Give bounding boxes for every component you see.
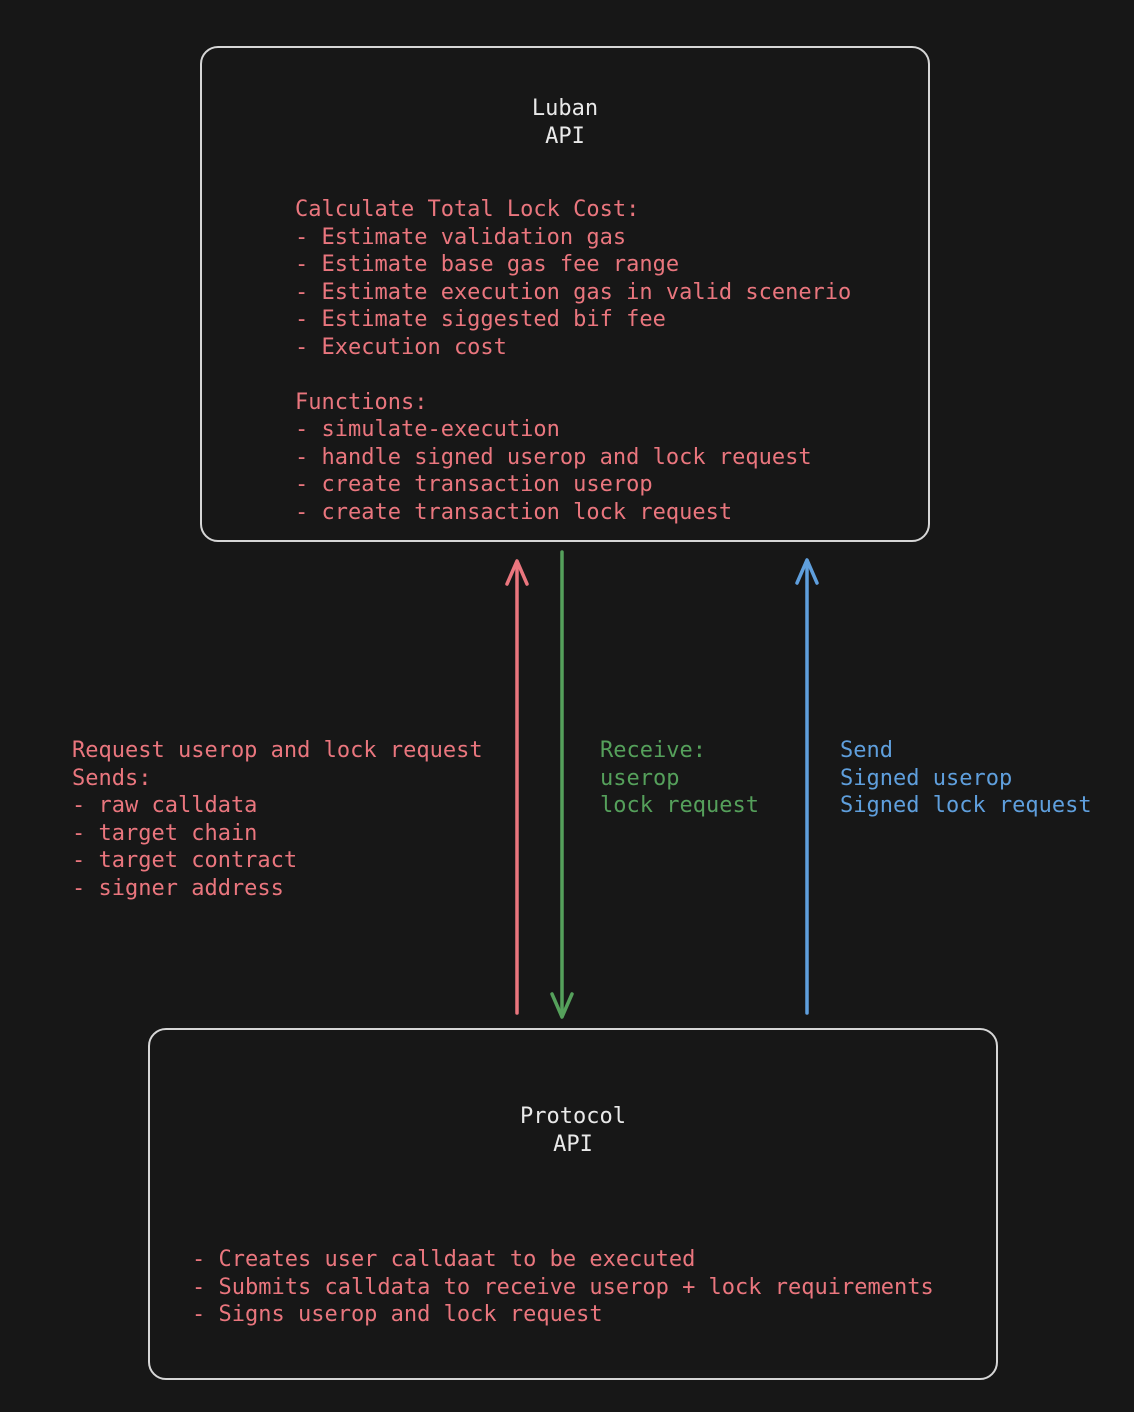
luban-api-title: Luban API [202, 95, 928, 150]
body-line: - Creates user calldaat to be executed [192, 1247, 696, 1272]
node-title-line: Luban [531, 96, 599, 121]
protocol-api-body: - Creates user calldaat to be executed -… [192, 1246, 934, 1329]
send-arrow [795, 558, 819, 1015]
body-line: - simulate-execution [295, 417, 560, 442]
body-line: - Execution cost [295, 334, 507, 360]
label-line: Signed lock request [840, 793, 1092, 818]
body-line: Calculate Total Lock Cost: [295, 197, 640, 222]
node-title-line: Protocol [520, 1104, 626, 1129]
body-line: - Estimate siggested bif fee [295, 307, 666, 332]
label-line: lock request [600, 793, 759, 818]
luban-api-body: Calculate Total Lock Cost: - Estimate va… [295, 196, 851, 526]
body-line: - Estimate execution gas in valid scener… [295, 279, 852, 305]
label-line: Sends: [72, 765, 152, 791]
send-label: Send Signed userop Signed lock request [840, 737, 1092, 820]
label-line: Send [840, 738, 893, 763]
label-line: - signer address [72, 875, 284, 901]
body-line [295, 361, 851, 389]
receive-label: Receive: userop lock request [600, 737, 759, 820]
receive-arrow [550, 550, 574, 1019]
request-arrow [505, 559, 529, 1015]
node-title-line: API [553, 1131, 593, 1157]
protocol-api-title: Protocol API [150, 1103, 996, 1158]
label-line: - raw calldata [72, 793, 258, 818]
body-line: - Submits calldata to receive userop + l… [192, 1274, 934, 1300]
body-line: - Estimate base gas fee range [295, 252, 680, 277]
node-title-line: API [545, 123, 585, 149]
label-line: userop [600, 765, 680, 791]
body-line: - handle signed userop and lock request [295, 444, 812, 470]
luban-api-node: Luban API Calculate Total Lock Cost: - E… [200, 46, 930, 542]
body-line: - create transaction lock request [295, 499, 733, 525]
label-line: - target contract [72, 848, 298, 873]
body-line: - create transaction userop [295, 472, 653, 497]
request-label: Request userop and lock request Sends: -… [72, 737, 483, 902]
protocol-api-node: Protocol API - Creates user calldaat to … [148, 1028, 998, 1380]
body-line: - Signs userop and lock request [192, 1302, 603, 1327]
label-line: Signed userop [840, 765, 1013, 791]
label-line: Receive: [600, 738, 706, 763]
label-line: Request userop and lock request [72, 738, 483, 763]
body-line: - Estimate validation gas [295, 224, 627, 250]
label-line: - target chain [72, 820, 258, 846]
body-line: Functions: [295, 389, 428, 415]
